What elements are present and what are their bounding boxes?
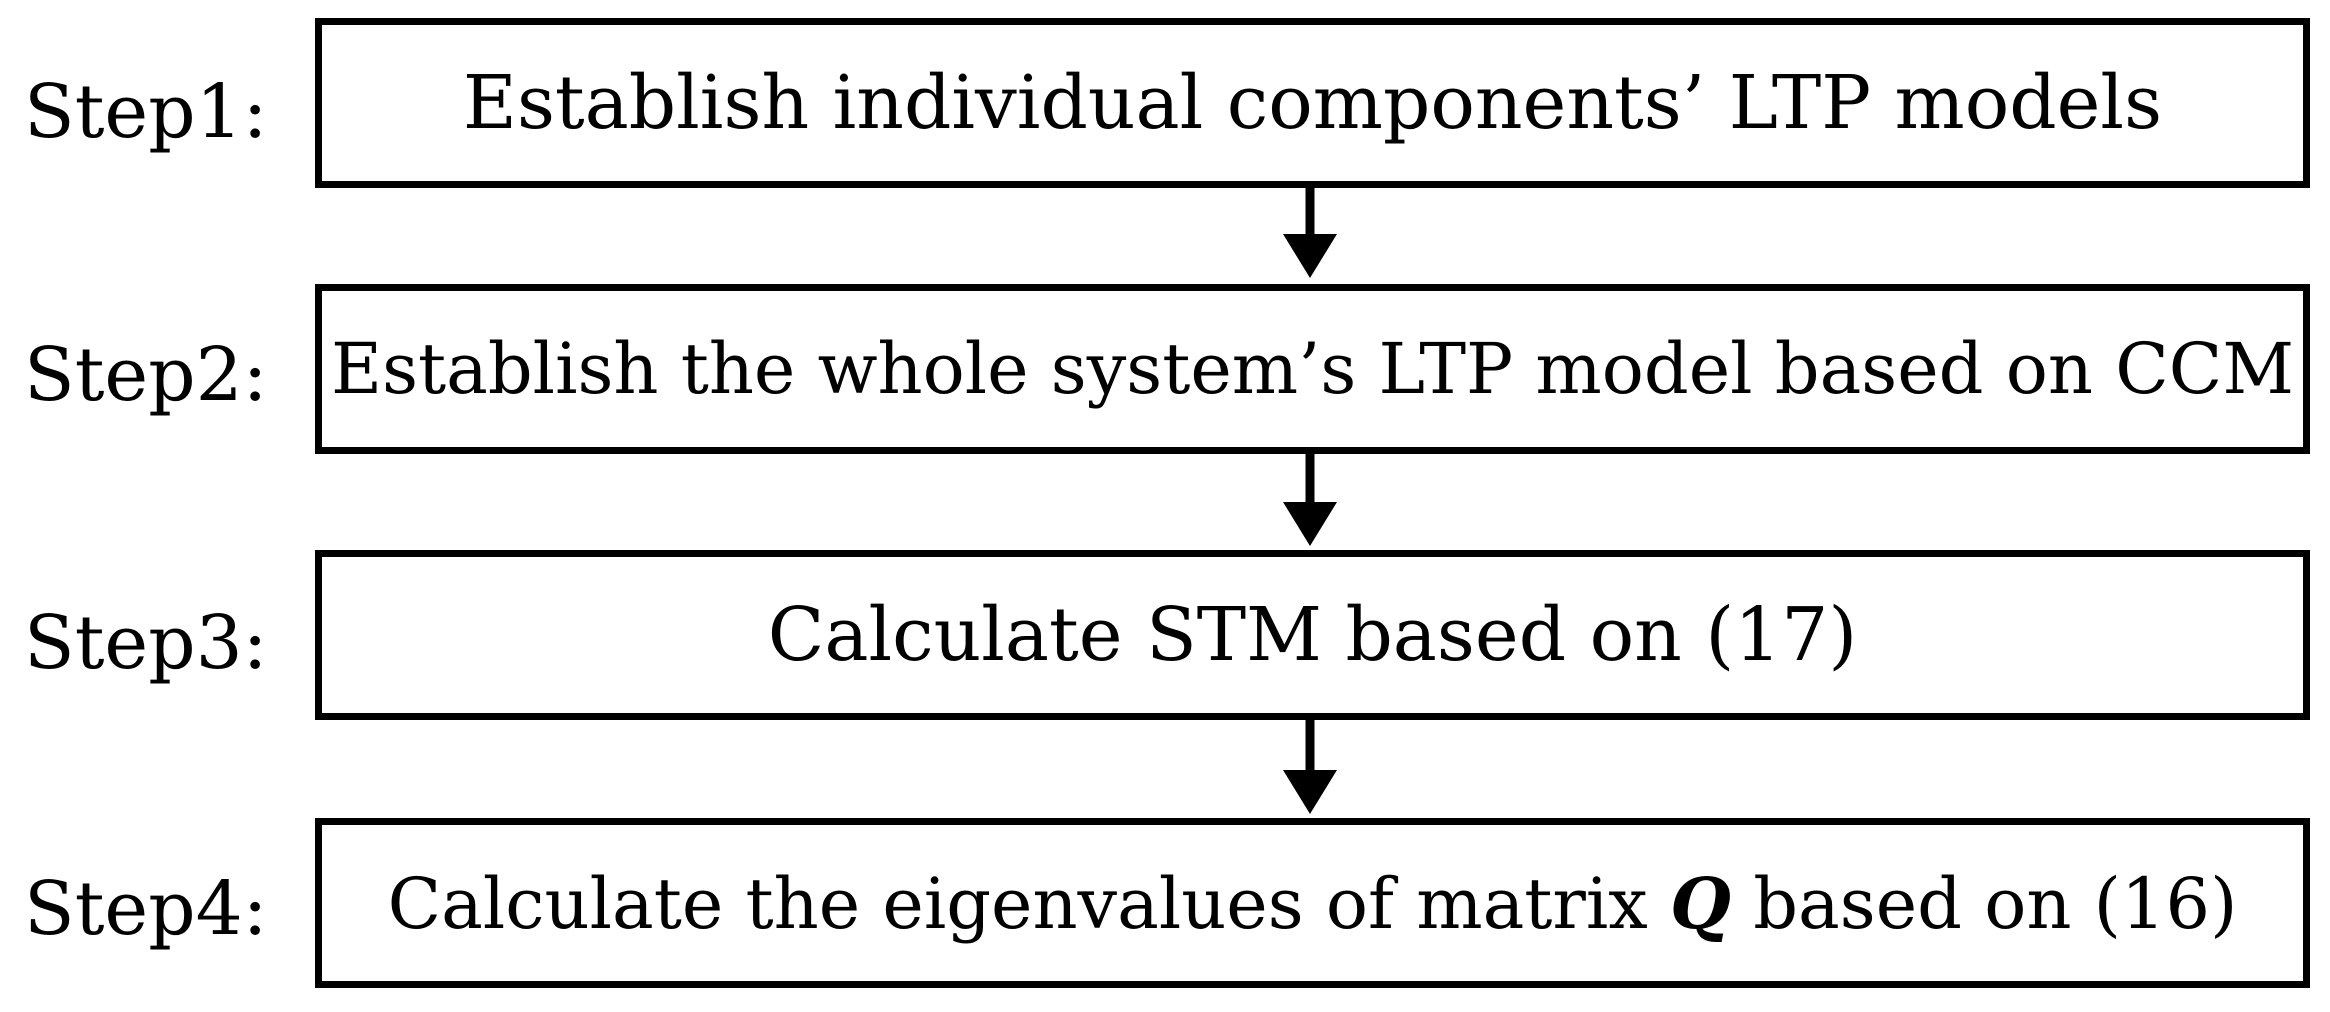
step4-box: Calculate the eigenvalues of matrix Q ba… xyxy=(315,818,2310,988)
arrow-step2-to-step3 xyxy=(1280,454,1340,548)
step1-box: Establish individual components’ LTP mod… xyxy=(315,18,2310,188)
arrow-step3-to-step4 xyxy=(1280,720,1340,816)
step2-label: Step2: xyxy=(24,332,268,418)
step3-label: Step3: xyxy=(24,600,268,686)
step4-text-before: Calculate the eigenvalues of matrix xyxy=(387,862,1671,945)
step1-label: Step1: xyxy=(24,69,268,155)
step2-text: Establish the whole system’s LTP model b… xyxy=(330,328,2294,410)
step4-text: Calculate the eigenvalues of matrix Q ba… xyxy=(388,862,2238,945)
step3-box: Calculate STM based on (17) xyxy=(315,550,2310,720)
step4-text-after: based on (16) xyxy=(1731,862,2238,945)
arrow-step1-to-step2 xyxy=(1280,188,1340,280)
step1-text: Establish individual components’ LTP mod… xyxy=(462,60,2163,146)
step2-box: Establish the whole system’s LTP model b… xyxy=(315,284,2310,454)
matrix-q-symbol: Q xyxy=(1670,861,1731,945)
step3-text: Calculate STM based on (17) xyxy=(767,592,1858,678)
step4-label: Step4: xyxy=(24,866,268,952)
